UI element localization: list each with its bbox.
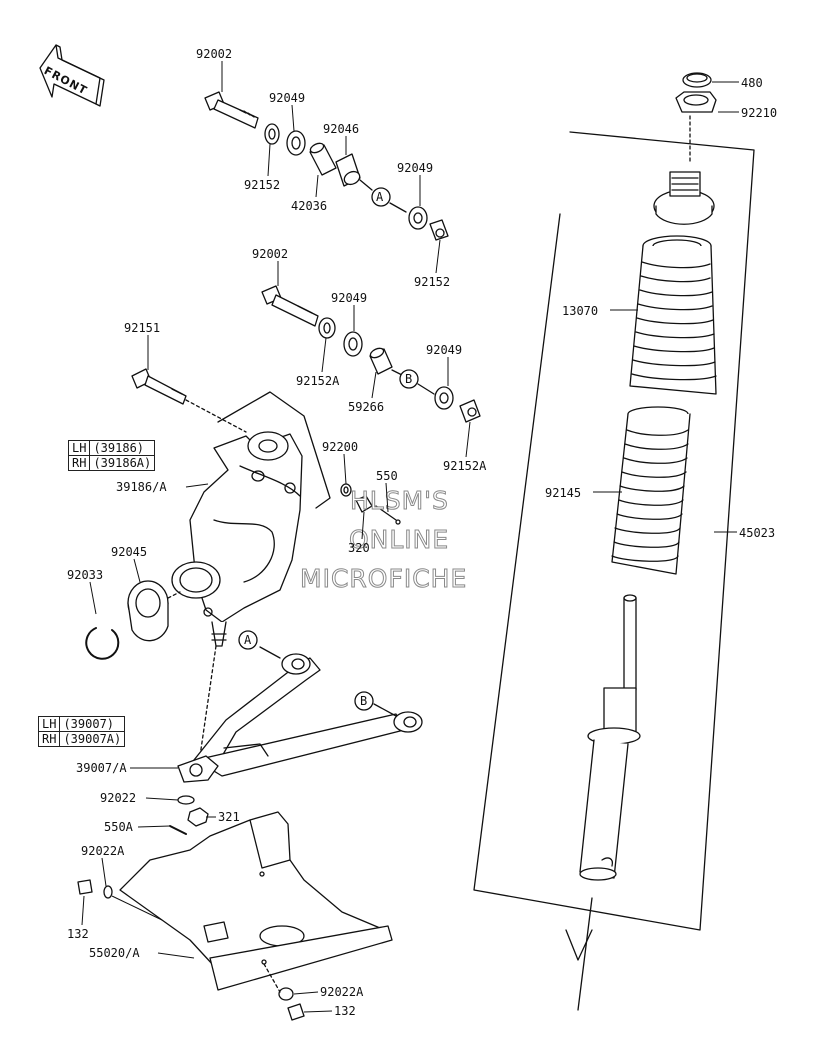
label-92022A-right: 92022A [320,985,364,999]
nut-321 [187,807,209,827]
label-92152A-right: 92152A [443,459,487,473]
label-92151: 92151 [124,321,161,335]
knuckle-rh-side: RH [67,455,91,471]
label-92049-mid: 92049 [397,161,434,175]
label-42036: 42036 [291,199,328,213]
label-92046: 92046 [323,122,360,136]
callout-B-arm-label: B [360,694,368,708]
bolt-132-left [77,879,93,895]
knuckle-side-table: LH (39186) RH (39186A) [67,440,156,471]
callout-B-top [399,369,419,389]
seal-92049-third [434,386,454,410]
arm-row-rh: RH (39007A) [37,731,126,747]
cotter-pin-550A [169,825,187,835]
label-59266: 59266 [348,400,385,414]
arm-row-lh: LH (39007) [37,716,126,732]
bolt-132-right [287,1003,305,1021]
label-92200: 92200 [322,440,359,454]
bolt-92002-second [261,285,319,327]
washer-92022A-left [103,885,113,899]
knuckle-lh-side: LH [67,440,91,456]
callout-B-top-label: B [405,372,413,386]
knuckle-lh-part: (39186) [89,440,156,456]
arm-lh-part: (39007) [59,716,126,732]
washer-92022A-right [278,987,294,1001]
callout-A-arm-label: A [244,633,252,647]
washer-92152A-right [459,399,481,423]
watermark-line-3: MICROFICHE [299,564,468,593]
label-92022: 92022 [100,791,137,805]
a-arm-39007 [177,645,423,783]
seal-92049-mid [408,206,428,230]
seal-92049-second [343,331,363,357]
nut-320 [355,495,373,513]
label-92152-left: 92152 [244,178,281,192]
label-550A: 550A [104,820,133,834]
label-39186A: 39186/A [116,480,167,494]
arm-side-table: LH (39007) RH (39007A) [37,716,126,747]
label-92049-second: 92049 [331,291,368,305]
collar-42036 [309,142,337,176]
boot-13070 [629,235,717,395]
label-320: 320 [348,541,370,555]
label-480: 480 [741,76,763,90]
label-92045: 92045 [111,545,148,559]
knuckle-row-rh: RH (39186A) [67,455,156,471]
shock-frame [473,131,755,931]
label-550: 550 [376,469,398,483]
upper-mount [653,171,715,225]
label-92022A-left: 92022A [81,844,125,858]
callout-A-arm [238,630,258,650]
label-13070: 13070 [562,304,599,318]
knuckle-row-lh: LH (39186) [67,440,156,456]
bolt-92002-top [204,91,259,129]
knuckle-39186 [171,391,331,647]
washer-92152-top [264,123,280,145]
callout-B-arm [354,691,374,711]
label-132-left: 132 [67,927,89,941]
watermark-line-2: ONLINE [348,525,450,554]
label-92002-top: 92002 [196,47,233,61]
knuckle-rh-part: (39186A) [89,455,156,471]
washer-92152-right [429,219,449,241]
spring-92145 [611,406,691,575]
label-92210: 92210 [741,106,778,120]
skid-plate-55020 [119,811,393,991]
seal-92049-top [286,130,306,156]
label-92145: 92145 [545,486,582,500]
nut-92210 [675,91,717,113]
callout-A-top-label: A [376,190,384,204]
watermark-line-1: HLSM'S [350,486,449,515]
label-321: 321 [218,810,240,824]
washer-92200 [340,483,352,497]
arm-lh-side: LH [37,716,61,732]
bolt-92151 [131,368,187,405]
label-92033: 92033 [67,568,104,582]
bearing-92046 [335,153,361,187]
label-92002-second: 92002 [252,247,289,261]
label-92049-top: 92049 [269,91,306,105]
damper-body [579,594,641,881]
label-92152-right: 92152 [414,275,451,289]
label-45023: 45023 [739,526,776,540]
arm-rh-part: (39007A) [59,731,126,747]
callout-A-top [371,187,391,207]
label-55020A: 55020/A [89,946,140,960]
arm-rh-side: RH [37,731,61,747]
cotter-pin-550 [375,505,401,525]
washer-92152A-left [318,317,336,339]
label-39007A: 39007/A [76,761,127,775]
snap-ring-480 [682,72,712,88]
label-92049-third: 92049 [426,343,463,357]
circlip-92033 [85,627,120,660]
front-arrow-icon [39,44,105,107]
label-132-right: 132 [334,1004,356,1018]
bearing-92045 [127,580,169,642]
collar-59266 [369,347,393,375]
label-92152A-left: 92152A [296,374,340,388]
